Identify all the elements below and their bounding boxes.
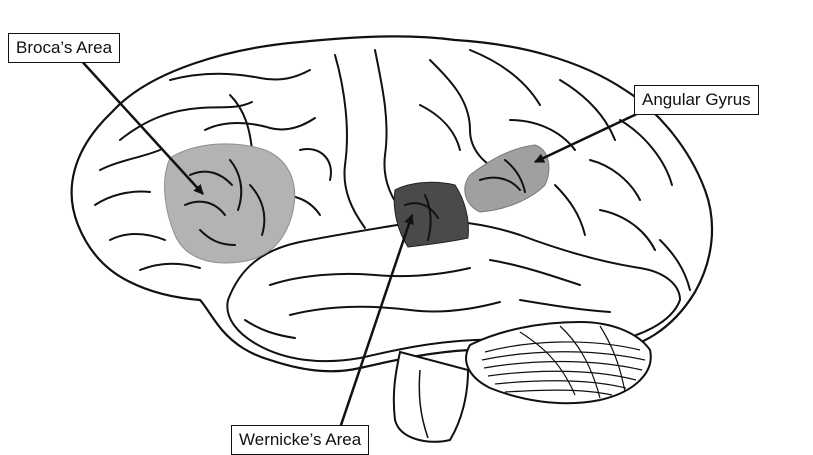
broca-area-label: Broca’s Area: [8, 33, 120, 63]
angular-gyrus-label: Angular Gyrus: [634, 85, 759, 115]
brainstem: [394, 352, 468, 442]
cerebellum: [466, 322, 651, 403]
wernicke-area-label: Wernicke’s Area: [231, 425, 369, 455]
